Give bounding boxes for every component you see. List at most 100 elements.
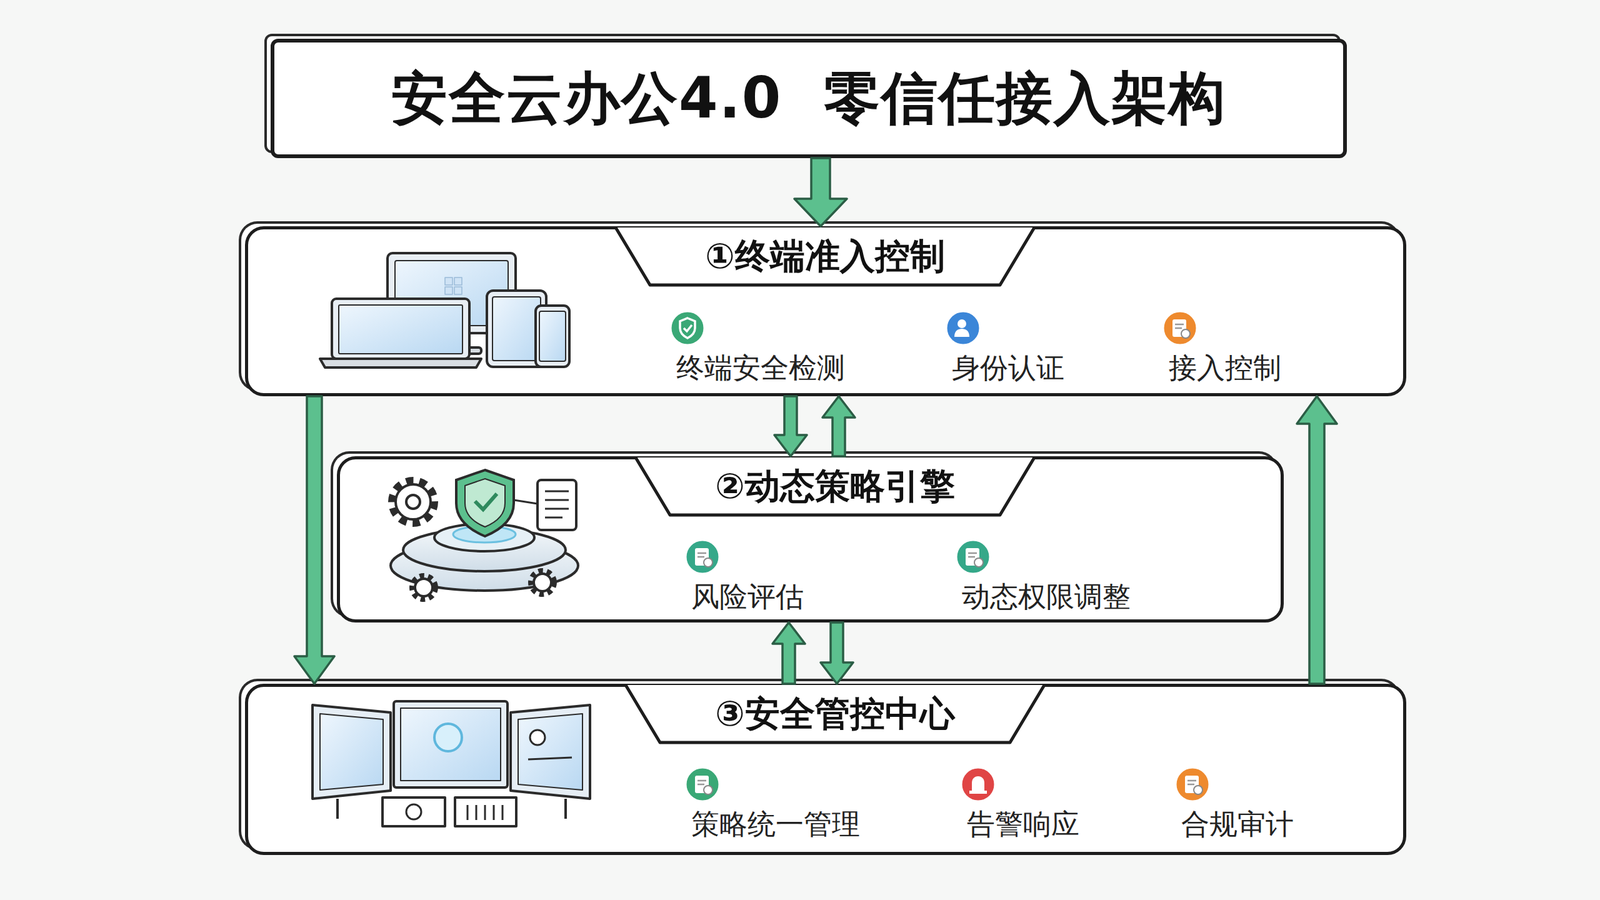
doc-lines <box>1175 324 1184 329</box>
section-box: ①终端准入控制终端安全检测身份认证接入控制 <box>245 226 1407 397</box>
person-head <box>957 319 967 329</box>
small-gear-core <box>533 573 552 592</box>
icon-disc <box>1163 311 1197 345</box>
feature-chip: 告警响应 <box>959 765 1160 825</box>
arrow-shape <box>772 622 805 684</box>
arrow-shape <box>774 396 807 457</box>
connector-line <box>513 500 538 504</box>
control-center-illustration <box>312 701 590 827</box>
section-heading: ①终端准入控制 <box>615 228 1035 286</box>
main-screen-display <box>400 708 501 781</box>
monitor-screen <box>395 260 509 326</box>
section-box: ③安全管控中心策略统一管理告警响应合规审计 <box>245 683 1407 855</box>
flow-arrow <box>1296 396 1337 684</box>
monitor-base <box>421 347 482 354</box>
icon-disc <box>961 767 995 802</box>
alarm-glyph <box>971 776 985 791</box>
gear <box>395 484 431 520</box>
doc-lines <box>697 553 707 557</box>
side-screen <box>312 705 391 799</box>
check-mark <box>475 493 497 510</box>
chip-icon <box>1173 765 1212 804</box>
main-screen <box>393 701 508 788</box>
arrow-shape <box>294 396 335 684</box>
small-gear-core <box>415 578 433 597</box>
alarm-base <box>969 790 987 794</box>
doc-badge <box>974 558 984 567</box>
tab-outline <box>615 227 1035 285</box>
icon-disc <box>1175 767 1210 802</box>
icon-disc <box>946 311 980 345</box>
chip-label: 身份认证 <box>951 349 1149 387</box>
device-illustration <box>320 253 570 368</box>
platform-top <box>434 523 535 552</box>
gear-teeth <box>393 481 434 522</box>
engine-illustration <box>390 470 579 599</box>
chip-icon <box>959 765 997 804</box>
monitor <box>387 253 516 334</box>
doc-badge <box>703 785 713 795</box>
small-gear <box>531 571 554 594</box>
flow-arrow <box>772 622 805 684</box>
console-knob <box>406 804 422 820</box>
chip-icon <box>954 538 992 576</box>
doc-badge <box>1193 785 1203 795</box>
console-bars <box>467 805 503 820</box>
feature-chip: 动态权限调整 <box>954 538 1239 595</box>
flow-arrow <box>822 396 855 457</box>
arrow-shape <box>1296 396 1337 684</box>
flow-arrow <box>794 158 847 227</box>
console-box <box>382 797 445 827</box>
chip-label: 策略统一管理 <box>691 805 945 844</box>
gear-hole <box>406 495 420 509</box>
stand-leg <box>564 798 567 819</box>
shield-glyph <box>680 318 695 339</box>
feature-chip: 身份认证 <box>944 309 1149 368</box>
arrow-shape <box>794 158 847 227</box>
feature-chip: 风险评估 <box>683 538 926 595</box>
flow-arrow <box>820 622 854 684</box>
small-gear <box>412 576 435 599</box>
feature-chip: 接入控制 <box>1161 309 1361 368</box>
title-text: 安全云办公4.0 零信任接入架构 <box>391 60 1227 137</box>
globe <box>434 723 462 752</box>
document <box>537 480 577 530</box>
platform-mid <box>403 528 566 572</box>
tab-outline <box>625 685 1045 743</box>
feature-chip: 终端安全检测 <box>668 309 929 368</box>
icon-disc <box>685 767 720 802</box>
platform-glow <box>453 526 516 543</box>
window-logo <box>445 277 462 295</box>
chip-label: 合规审计 <box>1181 805 1370 844</box>
chip-label: 终端安全检测 <box>676 349 929 387</box>
shield-inner <box>465 478 505 527</box>
stand-leg <box>336 798 339 819</box>
shield <box>456 470 514 537</box>
chip-label: 动态权限调整 <box>961 578 1239 616</box>
flow-arrow <box>774 396 807 457</box>
chip-icon <box>1161 309 1199 347</box>
feature-chip: 合规审计 <box>1173 765 1370 825</box>
side-screen <box>510 705 590 799</box>
platform-base <box>390 540 579 591</box>
doc-lines <box>1187 780 1197 785</box>
doc-lines <box>697 780 707 785</box>
screen-line <box>528 757 572 760</box>
laptop <box>331 298 470 359</box>
side-screen-display <box>518 713 583 790</box>
arrow-shape <box>822 396 855 457</box>
check-glyph <box>683 325 692 332</box>
tablet-screen <box>492 296 541 361</box>
phone-screen <box>539 311 566 362</box>
monitor-stand <box>437 333 466 348</box>
chip-label: 风险评估 <box>691 578 926 616</box>
document-lines <box>545 491 569 518</box>
section-box: ②动态策略引擎风险评估动态权限调整 <box>336 456 1284 623</box>
icon-disc <box>670 311 705 345</box>
chip-icon <box>683 765 722 804</box>
tablet <box>486 290 547 367</box>
status-dot <box>530 730 545 745</box>
title-box: 安全云办公4.0 零信任接入架构 <box>270 38 1347 159</box>
doc-lines <box>968 553 977 557</box>
